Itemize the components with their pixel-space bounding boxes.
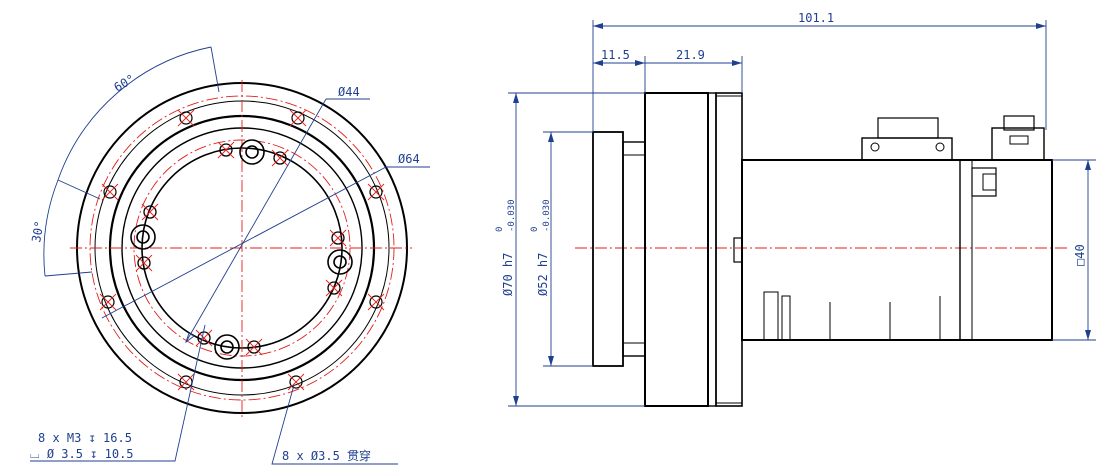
note-holes-label: 8 x Ø3.5 贯穿: [282, 448, 371, 463]
dim-dia52-tol-upper: 0: [530, 227, 540, 232]
dim-dia52-label: Ø52 h7: [536, 253, 550, 296]
dim-square40-label: □40: [1073, 244, 1087, 266]
output-shaft: [592, 131, 624, 367]
dia64-leader: [101, 166, 387, 319]
angle-60-arc: [57, 46, 212, 181]
dim-21-9-label: 21.9: [676, 48, 705, 62]
connector-1: [861, 137, 953, 161]
front-view: [30, 46, 430, 465]
dim-dia70-label: Ø70 h7: [501, 253, 515, 296]
outer-holes: [99, 109, 385, 391]
connector-2: [991, 127, 1045, 161]
dia64-label: Ø64: [398, 152, 420, 166]
note-threads-leader: [30, 324, 206, 462]
angle-30-arc: [43, 179, 59, 277]
dim-dia70-tol-upper: 0: [495, 227, 505, 232]
dim-dia52-tol-lower: -0.030: [542, 199, 552, 232]
dim-101-1-label: 101.1: [798, 11, 834, 25]
dia44-leader: [185, 98, 327, 343]
note-holes-leader: [271, 384, 398, 465]
dim-11-5-label: 11.5: [601, 48, 630, 62]
note-threads-line2: ⌴ Ø 3.5 ↧ 10.5: [30, 447, 134, 461]
motor-body: [741, 159, 1053, 341]
inner-holes: [130, 139, 353, 360]
note-threads-line1: 8 x M3 ↧ 16.5: [38, 431, 132, 445]
angle-60-label: 60°: [112, 72, 138, 95]
dim-dia70-tol-lower: -0.030: [507, 199, 517, 232]
angle-30-label: 30°: [29, 220, 47, 244]
flange-body: [644, 92, 709, 407]
side-view: [508, 20, 1096, 407]
dia44-label: Ø44: [338, 85, 360, 99]
